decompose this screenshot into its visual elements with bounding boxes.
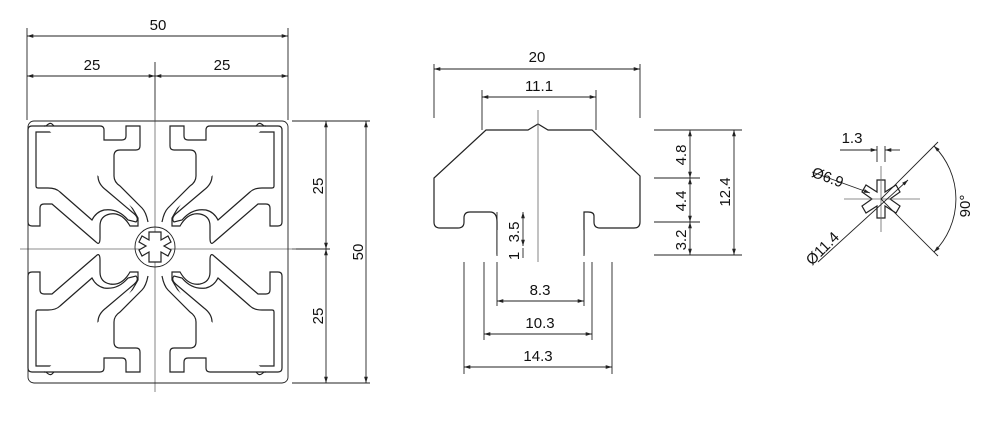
leader-inner-diameter [811, 171, 871, 194]
dim-overall-width: 50 [150, 17, 167, 34]
dim-angle: 90° [957, 195, 974, 218]
profile-cavity-top-left [35, 131, 138, 223]
angle-ray-top [880, 141, 939, 200]
dim-depth-mid: 4.4 [673, 191, 690, 212]
dim-half-width-right: 25 [214, 57, 231, 74]
dim-half-width-left: 25 [84, 57, 101, 74]
dim-lip-width: 11.1 [525, 78, 553, 95]
dim-half-height-top: 25 [310, 178, 327, 195]
angle-ray-bottom [880, 198, 939, 257]
dim-depth-top: 4.8 [673, 145, 690, 166]
profile-quadrant-bottom-right [161, 254, 283, 376]
dim-overall-height: 50 [350, 244, 367, 261]
dim-outer-width: 14.3 [523, 348, 552, 365]
angle-arc [933, 145, 957, 253]
dim-slot-depth: 3.5 [506, 222, 523, 243]
dim-lip-thickness: 1 [506, 252, 523, 260]
dim-opening-width: 8.3 [530, 282, 551, 299]
dim-inner-width: 10.3 [525, 315, 554, 332]
dim-total-depth: 12.4 [717, 177, 734, 206]
profile-quadrant-bottom-left [27, 254, 149, 376]
profile-view: 50 25 25 25 25 50 [20, 17, 370, 392]
profile-center-ring [134, 226, 176, 268]
leader-outer-diameter [817, 179, 909, 263]
profile-slot-top-left [44, 125, 149, 223]
dim-inner-diameter: Ø6.9 [809, 164, 845, 191]
slot-opening-mask [497, 230, 584, 260]
dim-depth-bottom: 3.2 [673, 230, 690, 251]
profile-quadrant [27, 122, 149, 244]
dim-top-width: 20 [529, 49, 546, 66]
dim-outer-diameter: Ø11.4 [803, 229, 843, 269]
profile-center-core [138, 231, 172, 263]
dim-half-height-bottom: 25 [310, 308, 327, 325]
dim-rib-width: 1.3 [842, 130, 863, 147]
profile-outline [27, 120, 289, 384]
core-view: 1.3 Ø6.9 Ø11.4 90° [803, 130, 974, 269]
slot-view: 20 11.1 4.8 4.4 3.2 12.4 3.5 1 [433, 49, 742, 374]
profile-quadrant-top-right [161, 122, 283, 244]
